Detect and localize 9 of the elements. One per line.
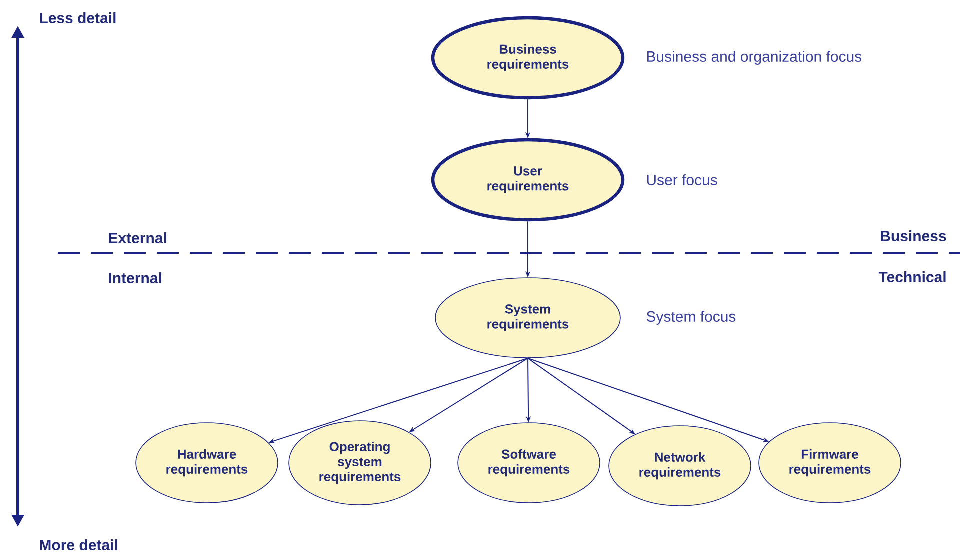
level-label: Technical: [878, 272, 946, 282]
level-label: External: [109, 232, 166, 244]
level-label: Less detail: [40, 12, 116, 24]
focus-label: Business and organization focus: [647, 51, 862, 65]
level-label: Internal: [109, 272, 162, 284]
focus-label: System focus: [646, 311, 736, 325]
level-label: More detail: [40, 540, 118, 550]
level-label: Business: [881, 230, 946, 242]
focus-label: User focus: [647, 174, 718, 186]
